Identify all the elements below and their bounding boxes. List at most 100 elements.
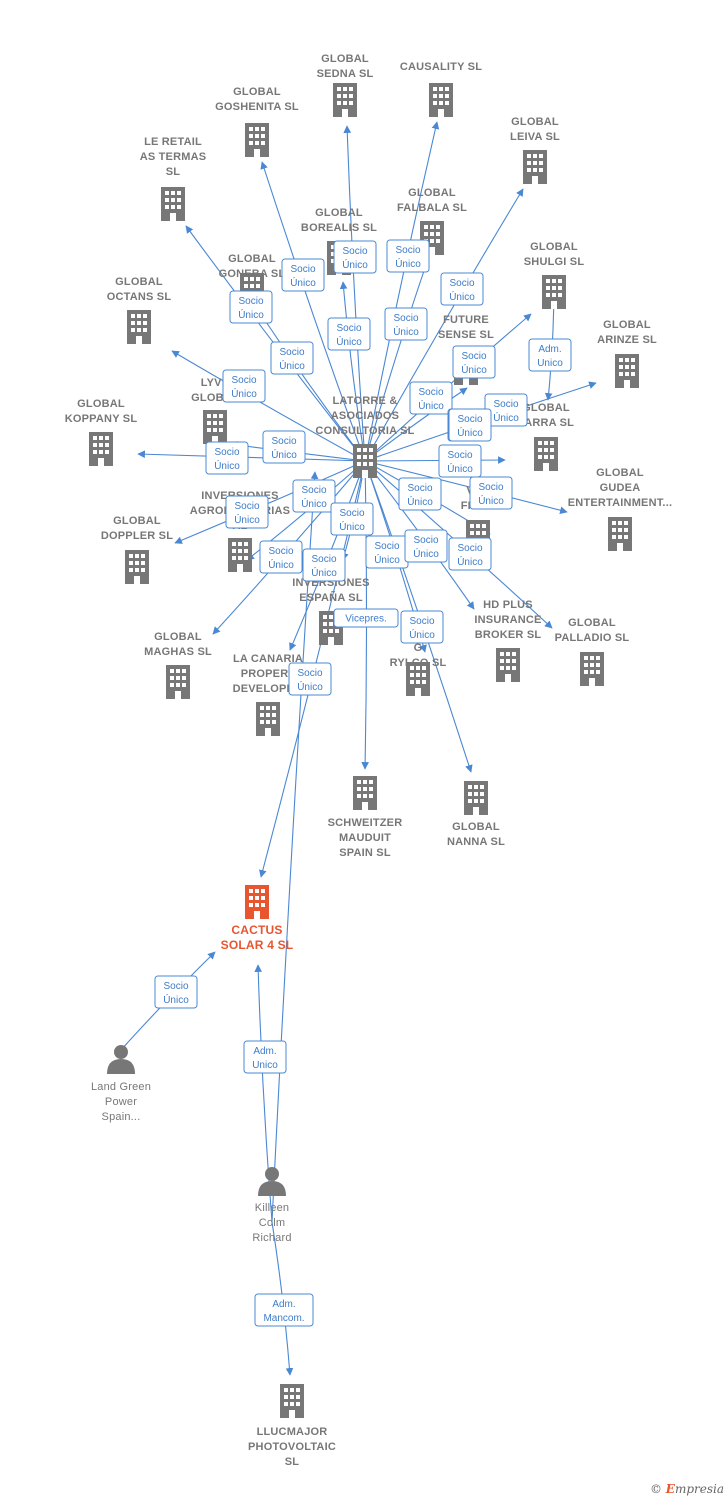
- building-icon: [534, 437, 558, 471]
- node-retail-label-0: LE RETAIL: [144, 136, 202, 148]
- badge-b34: Adm.Mancom.: [254, 1293, 314, 1327]
- node-sedna-label-1: SEDNA SL: [317, 68, 374, 80]
- node-gudea-label-0: GLOBAL: [596, 467, 644, 479]
- badge-b6-text-0: Socio: [279, 347, 304, 358]
- node-gudea[interactable]: GLOBALGUDEAENTERTAINMENT...: [568, 467, 672, 551]
- node-rylco-label-1: RYLCO SL: [390, 657, 447, 669]
- badge-b30-text-1: Único: [409, 628, 435, 641]
- node-rylco-label-0: G: [414, 642, 423, 654]
- node-landgreen-label-0: Land Green: [91, 1081, 151, 1093]
- building-icon: [245, 123, 269, 157]
- node-causality[interactable]: CAUSALITY SL: [400, 61, 482, 117]
- node-rylco[interactable]: G RYLCO SL: [390, 642, 447, 696]
- node-farra-label-0: GLOBAL: [522, 402, 570, 414]
- brand-initial: E: [665, 1482, 675, 1496]
- node-schweitzer-label-2: SPAIN SL: [339, 847, 391, 859]
- node-inversiones-label-2: ESPAÑA SL: [299, 591, 363, 604]
- node-palladio-label-0: GLOBAL: [568, 617, 616, 629]
- building-icon: [429, 83, 453, 117]
- node-landgreen[interactable]: Land GreenPowerSpain...: [91, 1045, 151, 1123]
- node-shulgi-label-0: GLOBAL: [530, 241, 578, 253]
- badge-box: [327, 317, 371, 351]
- badge-b14-text-1: Único: [493, 411, 519, 424]
- badge-box: [398, 477, 442, 511]
- node-goneba-label-0: GLOBAL: [228, 253, 276, 265]
- building-icon: [580, 652, 604, 686]
- node-arinze-label-1: ARINZE SL: [597, 334, 657, 346]
- building-icon: [161, 187, 185, 221]
- badge-box: [448, 537, 492, 571]
- empresia-logo[interactable]: © Empresia: [650, 1482, 724, 1496]
- badge-b13-text-0: Socio: [418, 387, 443, 398]
- node-doppler-label-0: GLOBAL: [113, 515, 161, 527]
- node-cactus-label-0: CACTUS: [231, 923, 282, 937]
- node-kozppany-label-0: GLOBAL: [77, 398, 125, 410]
- node-borealis-label-0: GLOBAL: [315, 207, 363, 219]
- badge-box: [222, 369, 266, 403]
- badge-box: [400, 610, 444, 644]
- edge-latorre-farra: [364, 456, 506, 464]
- node-hdplus-label-0: HD PLUS: [483, 599, 533, 611]
- node-latorre-label-2: CONSULTORIA SL: [315, 425, 414, 437]
- edge-latorre-borealis: [339, 281, 366, 462]
- badge-b9-text-0: Socio: [231, 375, 256, 386]
- badge-b24-text-1: Único: [311, 566, 337, 579]
- person-icon: [258, 1167, 286, 1196]
- badge-box: [262, 430, 306, 464]
- node-hdplus-label-1: INSURANCE: [474, 614, 541, 626]
- node-shulgi[interactable]: GLOBAL SHULGI SL: [524, 241, 585, 309]
- node-future-label-0: FUTURE: [443, 314, 489, 326]
- badge-b10-text-0: Socio: [461, 351, 486, 362]
- building-icon: [125, 550, 149, 584]
- building-icon: [542, 275, 566, 309]
- building-icon: [523, 150, 547, 184]
- edge-latorre-falbala: [364, 261, 429, 462]
- node-llucmajor-label-0: LLUCMAJOR: [257, 1426, 328, 1438]
- node-retail-label-2: SL: [166, 166, 181, 178]
- node-llucmajor-label-2: SL: [285, 1456, 300, 1468]
- badge-b3-text-0: Socio: [290, 264, 315, 275]
- badge-b33-text-0: Adm.: [253, 1046, 276, 1057]
- badge-b16: Adm.Unico: [528, 338, 572, 372]
- badge-box: [154, 975, 198, 1009]
- node-shulgi-label-1: SHULGI SL: [524, 256, 585, 268]
- badge-b23-text-1: Único: [268, 558, 294, 571]
